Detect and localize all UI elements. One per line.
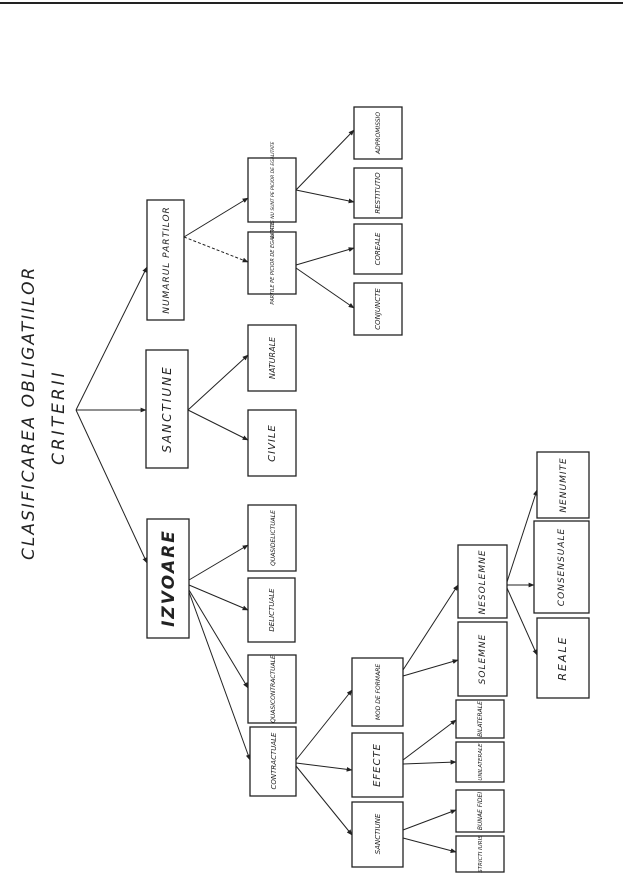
node-mod-formare: MOD DE FORMARE [351, 657, 404, 727]
svg-text:QUASIDELICTUALE: QUASIDELICTUALE [270, 510, 277, 566]
node-restitutio: RESTITUTIO [353, 167, 403, 219]
edge-efecte-bilaterale [402, 719, 457, 761]
node-delictuale: DELICTUALE [247, 577, 296, 643]
svg-text:CIVILE: CIVILE [267, 424, 278, 462]
edge-egalitate-coreale [295, 247, 355, 266]
node-unilaterale: UNILATERALE [455, 741, 505, 783]
node-stricti-iuris: STRICTI IURIS [455, 835, 505, 873]
svg-text:REALE: REALE [556, 635, 569, 680]
svg-text:BILATERALE: BILATERALE [477, 701, 484, 737]
edge-root-numarul [75, 266, 148, 411]
node-adpromissio: ADPROMISSIO [353, 106, 403, 160]
svg-text:BUNAE FIDEI: BUNAE FIDEI [477, 792, 484, 830]
diagram-title: CLASIFICAREA OBLIGATIILOR CRITERII [19, 266, 69, 560]
svg-text:MOD DE FORMARE: MOD DE FORMARE [375, 664, 382, 721]
edge-numarul-neegalitate [183, 197, 249, 238]
node-izvoare: IZVOARE [146, 518, 190, 639]
node-quasidelictuale: QUASIDELICTUALE [247, 504, 297, 572]
node-sanctiune-contract: SANCTIUNE [351, 801, 404, 868]
svg-text:SOLEMNE: SOLEMNE [478, 634, 488, 685]
svg-text:PARTILE PE PICIOR DE EGALITATE: PARTILE PE PICIOR DE EGALITATE [270, 221, 276, 305]
svg-text:NENUMITE: NENUMITE [559, 457, 569, 512]
svg-text:STRICTI IURIS: STRICTI IURIS [478, 835, 484, 873]
top-edge-line [0, 2, 623, 4]
svg-text:NESOLEMNE: NESOLEMNE [478, 549, 488, 614]
node-sanctiune: SANCTIUNE [145, 349, 189, 469]
title-line2: CRITERII [49, 369, 69, 465]
diagram-edges [75, 129, 538, 853]
node-contractuale: CONTRACTUALE [249, 726, 297, 797]
node-consensuale: CONSENSUALE [533, 520, 590, 614]
edge-neegalitate-adpromissio [295, 129, 355, 191]
node-numarul-partilor: NUMARUL PARTILOR [146, 199, 185, 321]
svg-text:NUMARUL PARTILOR: NUMARUL PARTILOR [162, 206, 172, 314]
edge-contractuale-modformare [295, 689, 353, 761]
edge-nesolemne-reale [506, 587, 538, 656]
node-coreale: COREALE [353, 223, 403, 275]
title-line1: CLASIFICAREA OBLIGATIILOR [19, 266, 39, 560]
edge-sanctc-strictiiuris [402, 837, 457, 853]
edge-izvoare-contractuale [188, 591, 251, 761]
edge-numarul-egalitate [183, 236, 249, 263]
svg-text:RESTITUTIO: RESTITUTIO [374, 172, 382, 214]
node-efecte: EFECTE [351, 732, 404, 798]
svg-text:UNILATERALE: UNILATERALE [478, 743, 484, 781]
edge-egalitate-conjuncte [295, 267, 355, 309]
node-parti-egalitate: PARTILE PE PICIOR DE EGALITATE [247, 221, 297, 305]
svg-text:CONJUNCTE: CONJUNCTE [374, 288, 382, 330]
edge-modformare-nesolemne [402, 584, 459, 671]
node-conjuncte: CONJUNCTE [353, 282, 403, 336]
svg-text:QUASICONTRACTUALE: QUASICONTRACTUALE [270, 655, 277, 723]
svg-text:COREALE: COREALE [374, 232, 382, 265]
edge-modformare-solemne [402, 659, 459, 677]
edge-sanctiune-civile [187, 409, 249, 441]
svg-text:PARTILE NU SUNT PE PICIOR DE E: PARTILE NU SUNT PE PICIOR DE EGALITATE [270, 142, 276, 239]
edge-izvoare-quasidelictuale [188, 544, 249, 581]
edge-contractuale-efecte [295, 762, 353, 772]
edge-sanctiune-naturale [187, 354, 249, 411]
node-parti-neegalitate: PARTILE NU SUNT PE PICIOR DE EGALITATE [247, 142, 297, 239]
edge-sanctc-bunaefidei [402, 809, 457, 831]
edge-contractuale-sanctiune [295, 765, 353, 836]
node-quasicontractuale: QUASICONTRACTUALE [247, 654, 297, 724]
svg-text:NATURALE: NATURALE [268, 336, 277, 379]
node-civile: CIVILE [247, 409, 297, 477]
svg-text:ADPROMISSIO: ADPROMISSIO [375, 112, 382, 155]
edge-efecte-unilaterale [402, 759, 457, 765]
svg-text:CONTRACTUALE: CONTRACTUALE [270, 732, 278, 790]
edge-nesolemne-nenumite [506, 489, 538, 583]
svg-text:SANCTIUNE: SANCTIUNE [160, 365, 174, 452]
node-bilaterale: BILATERALE [455, 699, 505, 739]
node-nenumite: NENUMITE [536, 451, 590, 519]
edge-izvoare-delictuale [188, 584, 249, 611]
edge-root-izvoare [75, 409, 148, 564]
edge-neegalitate-restitutio [295, 189, 355, 204]
svg-text:EFECTE: EFECTE [372, 743, 383, 787]
svg-text:IZVOARE: IZVOARE [159, 529, 179, 627]
node-bunae-fidei: BUNAE FIDEI [455, 789, 505, 833]
svg-text:CONSENSUALE: CONSENSUALE [557, 528, 567, 606]
node-nesolemne: NESOLEMNE [457, 544, 508, 619]
svg-text:SANCTIUNE: SANCTIUNE [374, 813, 382, 854]
svg-text:DELICTUALE: DELICTUALE [268, 588, 276, 632]
edge-izvoare-quasicontractuale [188, 589, 249, 689]
node-naturale: NATURALE [247, 324, 297, 392]
node-reale: REALE [536, 617, 590, 699]
node-solemne: SOLEMNE [457, 621, 508, 697]
